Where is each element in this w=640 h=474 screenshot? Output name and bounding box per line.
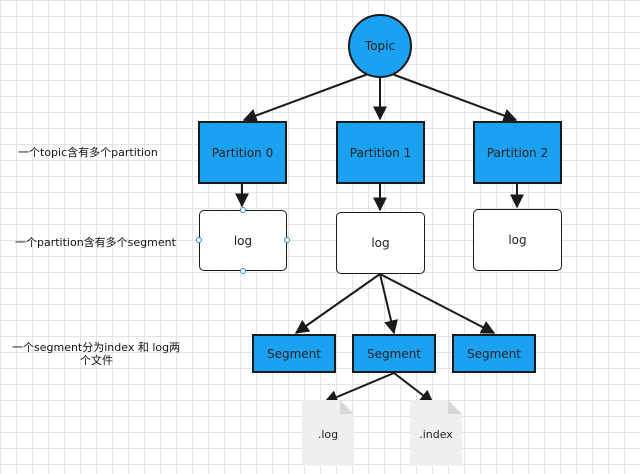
file-icon-index <box>410 400 462 466</box>
edge-segment-log-file <box>323 372 395 404</box>
edge-segment-index-file <box>393 372 435 404</box>
edge-topic-partition-0 <box>242 73 369 123</box>
partition-1-node[interactable]: Partition 1 <box>336 121 425 184</box>
segment-2-node[interactable]: Segment <box>452 334 536 373</box>
partition-1-label: Partition 1 <box>349 145 412 160</box>
topic-label: Topic <box>364 39 396 53</box>
segment-level-label-line2: 个文件 <box>80 354 113 367</box>
log-2-node[interactable]: log <box>473 209 562 271</box>
edge-log-segment-1 <box>379 273 398 335</box>
edge-log-segment-2 <box>379 273 496 334</box>
segment-2-label: Segment <box>467 346 521 361</box>
selection-handle-bottom[interactable] <box>240 268 246 274</box>
selection-handle-top[interactable] <box>240 207 246 213</box>
file-icon-index-fold <box>448 400 462 414</box>
segment-0-node[interactable]: Segment <box>252 334 336 373</box>
partition-0-node[interactable]: Partition 0 <box>198 121 287 184</box>
segment-1-node[interactable]: Segment <box>352 334 436 373</box>
partition-2-node[interactable]: Partition 2 <box>473 121 562 184</box>
edge-topic-partition-2 <box>391 73 518 123</box>
segment-level-label-line1: 一个segment分为index 和 log两 <box>12 341 181 354</box>
file-index-label: .index <box>419 428 453 441</box>
partition-2-label: Partition 2 <box>486 145 549 160</box>
topic-level-label: 一个topic含有多个partition <box>18 146 158 159</box>
segment-1-label: Segment <box>367 346 421 361</box>
partition-level-label: 一个partition含有多个segment <box>15 236 176 249</box>
log-0-node[interactable]: log <box>199 210 287 271</box>
selection-handle-right[interactable] <box>284 237 290 243</box>
file-icon-log-fold <box>340 400 354 414</box>
partition-0-label: Partition 0 <box>211 145 274 160</box>
file-icon-log <box>302 400 354 466</box>
log-2-label: log <box>508 233 527 247</box>
file-log-label: .log <box>317 428 339 441</box>
edge-log-segment-0 <box>294 273 381 334</box>
log-1-label: log <box>371 236 390 250</box>
topic-node[interactable]: Topic <box>348 14 412 78</box>
log-0-label: log <box>233 233 253 248</box>
log-1-node[interactable]: log <box>336 212 425 274</box>
selection-handle-left[interactable] <box>196 237 202 243</box>
segment-0-label: Segment <box>267 346 321 361</box>
